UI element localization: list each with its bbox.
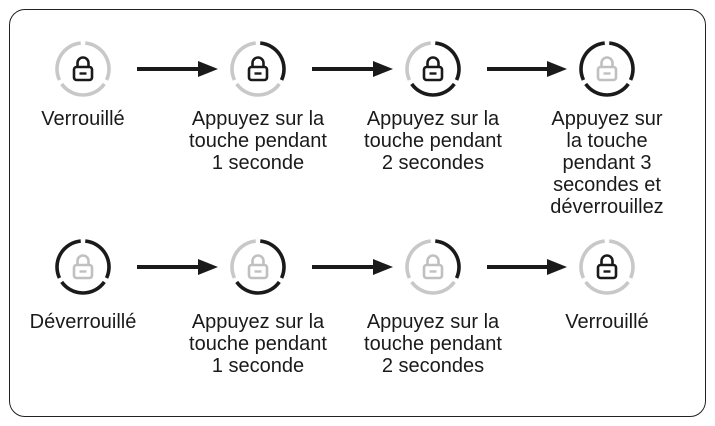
arrow-head	[373, 61, 393, 77]
lock-shackle	[251, 254, 265, 265]
ring-segment	[260, 239, 286, 279]
lock-shackle	[426, 254, 440, 265]
step-press-2s	[405, 239, 461, 295]
step-label-press-2s: Appuyez sur la touche pendant 2 secondes	[364, 311, 502, 377]
step-press-2s	[405, 41, 461, 97]
lock-shackle	[76, 56, 90, 67]
lock-body	[596, 263, 618, 280]
step-label-unlocked: Déverrouillé	[29, 311, 137, 333]
lock-body	[422, 263, 444, 280]
step-label-press-2s: Appuyez sur la touche pendant 2 secondes	[364, 108, 502, 174]
ring-segment	[405, 239, 431, 279]
ring-segment	[609, 239, 635, 279]
step-label-locked: Verrouillé	[41, 108, 125, 130]
lock-body	[247, 65, 269, 82]
ring-segment	[230, 41, 256, 81]
ring-segment	[85, 41, 111, 81]
step-label-press-3s-unlock: Appuyez sur la touche pendant 3 secondes…	[550, 108, 664, 218]
arrow-head	[547, 259, 567, 275]
lock-body	[422, 65, 444, 82]
step-press-3s-unlock	[579, 41, 635, 97]
step-press-1s	[230, 239, 286, 295]
lock-body	[72, 65, 94, 82]
ring-segment	[435, 41, 461, 81]
ring-segment	[584, 82, 630, 97]
diagram-frame	[9, 9, 706, 417]
lock-body	[596, 65, 618, 82]
ring-segment	[55, 239, 81, 279]
arrow-head	[373, 259, 393, 275]
lock-shackle	[251, 56, 265, 67]
arrow-head	[547, 61, 567, 77]
ring-segment	[60, 82, 106, 97]
arrow-head	[198, 61, 218, 77]
arrow	[137, 61, 218, 77]
step-label-press-1s: Appuyez sur la touche pendant 1 seconde	[189, 311, 327, 377]
ring-segment	[230, 239, 256, 279]
ring-segment	[584, 280, 630, 295]
ring-segment	[235, 82, 281, 97]
step-label-press-1s: Appuyez sur la touche pendant 1 seconde	[189, 108, 327, 174]
ring-segment	[410, 82, 456, 97]
lock-body	[72, 263, 94, 280]
ring-segment	[85, 239, 111, 279]
step-unlocked	[55, 239, 111, 295]
ring-segment	[609, 41, 635, 81]
lock-shackle	[600, 254, 614, 265]
arrow-head	[198, 259, 218, 275]
step-locked	[579, 239, 635, 295]
arrow	[312, 259, 393, 275]
lock-body	[247, 263, 269, 280]
ring-segment	[235, 280, 281, 295]
ring-segment	[579, 41, 605, 81]
ring-segment	[60, 280, 106, 295]
lock-shackle	[600, 56, 614, 67]
step-press-1s	[230, 41, 286, 97]
ring-segment	[55, 41, 81, 81]
arrow	[487, 61, 567, 77]
step-locked	[55, 41, 111, 97]
step-label-locked: Verrouillé	[565, 311, 649, 333]
ring-segment	[260, 41, 286, 81]
arrow	[312, 61, 393, 77]
arrow	[137, 259, 218, 275]
lock-shackle	[426, 56, 440, 67]
arrow	[487, 259, 567, 275]
ring-segment	[405, 41, 431, 81]
ring-segment	[435, 239, 461, 279]
lock-shackle	[76, 254, 90, 265]
ring-segment	[579, 239, 605, 279]
ring-segment	[410, 280, 456, 295]
